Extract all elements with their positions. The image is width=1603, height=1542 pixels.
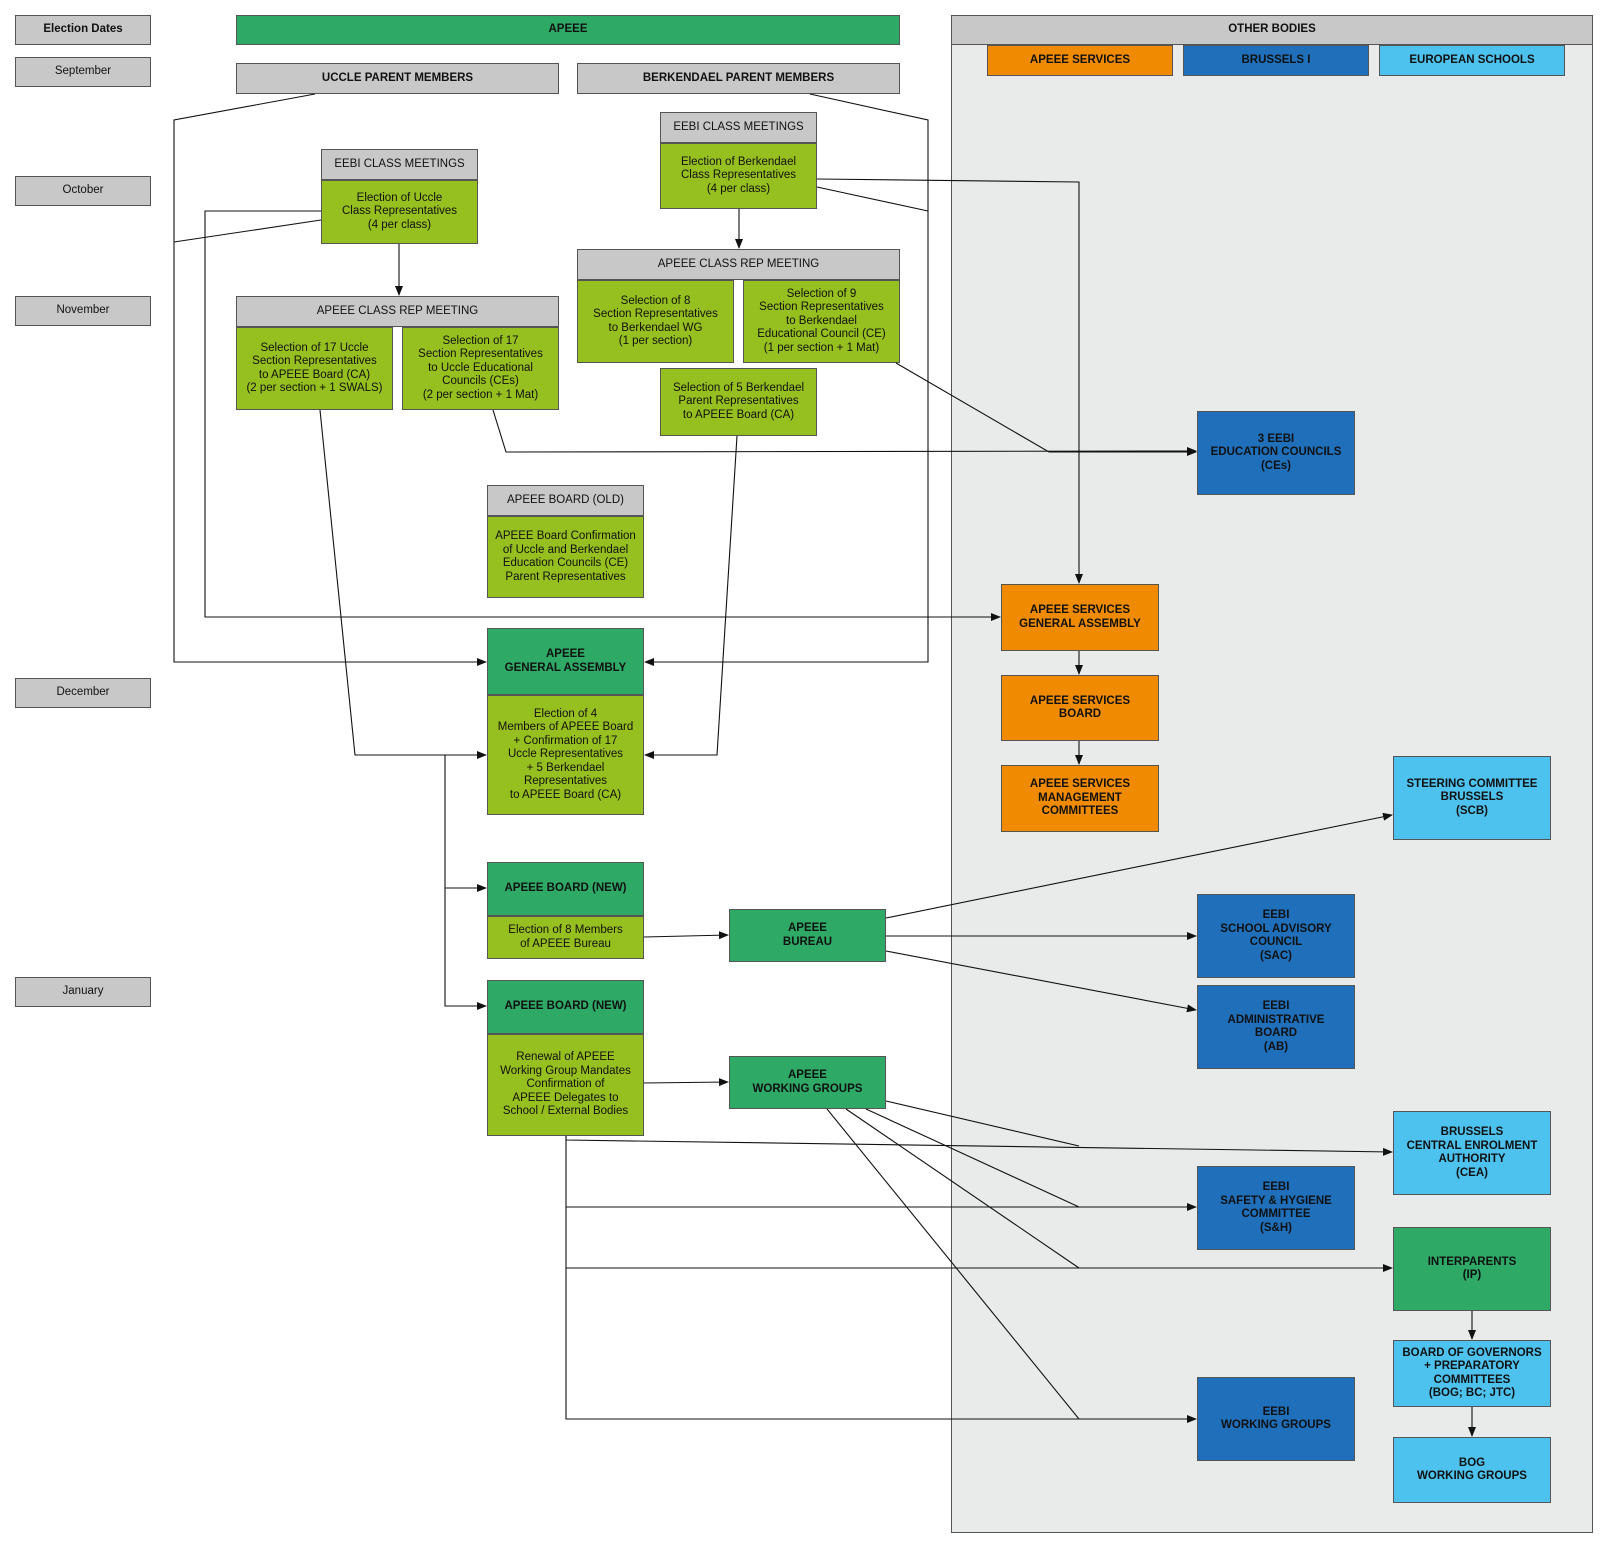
board-to-cea <box>565 1136 1393 1156</box>
uccle-parents-to-ga <box>173 93 487 666</box>
board-to-interparents <box>565 1207 1393 1272</box>
election-dates-header: Election Dates <box>15 15 151 45</box>
board-to-safety <box>565 1136 1197 1211</box>
general-assembly-title: APEEE GENERAL ASSEMBLY <box>487 628 644 695</box>
bog-working-groups: BOG WORKING GROUPS <box>1393 1437 1551 1503</box>
eebi-education-councils: 3 EEBI EDUCATION COUNCILS (CEs) <box>1197 411 1355 495</box>
berkendael-selection-education-council: Selection of 9 Section Representatives t… <box>743 280 900 363</box>
administrative-board: EEBI ADMINISTRATIVE BOARD (AB) <box>1197 985 1355 1069</box>
berk-class-to-services-ga <box>816 178 1083 584</box>
board-new-bureau-election: Election of 8 Members of APEEE Bureau <box>487 916 644 959</box>
safety-hygiene-committee: EEBI SAFETY & HYGIENE COMMITTEE (S&H) <box>1197 1166 1355 1250</box>
bureau-to-ab <box>885 950 1197 1013</box>
month-november: November <box>15 296 151 326</box>
month-december: December <box>15 678 151 708</box>
uccle-parent-members: UCCLE PARENT MEMBERS <box>236 63 559 94</box>
month-september: September <box>15 57 151 87</box>
legend-brussels-i: BRUSSELS I <box>1183 45 1369 76</box>
bureau-to-scb <box>885 812 1393 919</box>
board-to-eebi-wg <box>565 1268 1197 1423</box>
apeee-bureau: APEEE BUREAU <box>729 909 886 962</box>
services-board: APEEE SERVICES BOARD <box>1001 675 1159 741</box>
uccle-class-to-services-ga <box>204 210 1001 621</box>
general-assembly-elections: Election of 4 Members of APEEE Board + C… <box>487 695 644 815</box>
berkendael-parent-members: BERKENDAEL PARENT MEMBERS <box>577 63 900 94</box>
berkendael-class-meetings-title: EEBI CLASS MEETINGS <box>660 112 817 143</box>
board-to-bureau <box>643 931 729 940</box>
wg-to-eebi-wg <box>826 1108 1080 1420</box>
ga-to-board-new <box>444 755 487 1010</box>
uccle-ce-to-education-councils <box>492 409 1197 456</box>
berkendael-selection-board: Selection of 5 Berkendael Parent Represe… <box>660 368 817 436</box>
berkendael-class-rep-election: Election of Berkendael Class Representat… <box>660 143 817 209</box>
uccle-selection-board: Selection of 17 Uccle Section Representa… <box>236 327 393 410</box>
school-advisory-council: EEBI SCHOOL ADVISORY COUNCIL (SAC) <box>1197 894 1355 978</box>
uccle-class-to-outer <box>173 219 322 243</box>
berk-ce-to-education-councils <box>895 362 1197 456</box>
interparents: INTERPARENTS (IP) <box>1393 1227 1551 1311</box>
uccle-board-to-ga <box>319 409 487 759</box>
month-january: January <box>15 977 151 1007</box>
board-of-governors: BOARD OF GOVERNORS + PREPARATORY COMMITT… <box>1393 1340 1551 1407</box>
uccle-class-rep-election: Election of Uccle Class Representatives … <box>321 180 478 244</box>
uccle-selection-education-councils: Selection of 17 Section Representatives … <box>402 327 559 410</box>
eebi-working-groups: EEBI WORKING GROUPS <box>1197 1377 1355 1461</box>
board-new-title-1: APEEE BOARD (NEW) <box>487 862 644 916</box>
board-to-working-groups <box>643 1078 729 1087</box>
board-old-confirmation: APEEE Board Confirmation of Uccle and Be… <box>487 516 644 598</box>
legend-apeee-services: APEEE SERVICES <box>987 45 1173 76</box>
month-october: October <box>15 176 151 206</box>
berkendael-selection-wg: Selection of 8 Section Representatives t… <box>577 280 734 363</box>
central-enrolment-authority: BRUSSELS CENTRAL ENROLMENT AUTHORITY (CE… <box>1393 1111 1551 1195</box>
berk-board-to-ga <box>644 435 738 759</box>
wg-to-interparents <box>845 1108 1080 1269</box>
berk-class-to-outer <box>816 186 929 212</box>
berkendael-class-rep-meeting-title: APEEE CLASS REP MEETING <box>577 249 900 280</box>
board-new-title-2: APEEE BOARD (NEW) <box>487 980 644 1034</box>
berk-parents-to-ga <box>644 93 929 666</box>
uccle-class-rep-meeting-title: APEEE CLASS REP MEETING <box>236 296 559 327</box>
board-new-working-group-renewal: Renewal of APEEE Working Group Mandates … <box>487 1034 644 1136</box>
other-bodies-header: OTHER BODIES <box>951 15 1593 45</box>
apeee-working-groups: APEEE WORKING GROUPS <box>729 1056 886 1109</box>
wg-to-cea <box>885 1100 1080 1147</box>
services-management-committees: APEEE SERVICES MANAGEMENT COMMITTEES <box>1001 765 1159 832</box>
steering-committee-brussels: STEERING COMMITTEE BRUSSELS (SCB) <box>1393 756 1551 840</box>
legend-european-schools: EUROPEAN SCHOOLS <box>1379 45 1565 76</box>
uccle-class-meetings-title: EEBI CLASS MEETINGS <box>321 149 478 180</box>
board-old-title: APEEE BOARD (OLD) <box>487 485 644 516</box>
wg-to-safety <box>865 1108 1080 1208</box>
apeee-header: APEEE <box>236 15 900 45</box>
services-general-assembly: APEEE SERVICES GENERAL ASSEMBLY <box>1001 584 1159 651</box>
